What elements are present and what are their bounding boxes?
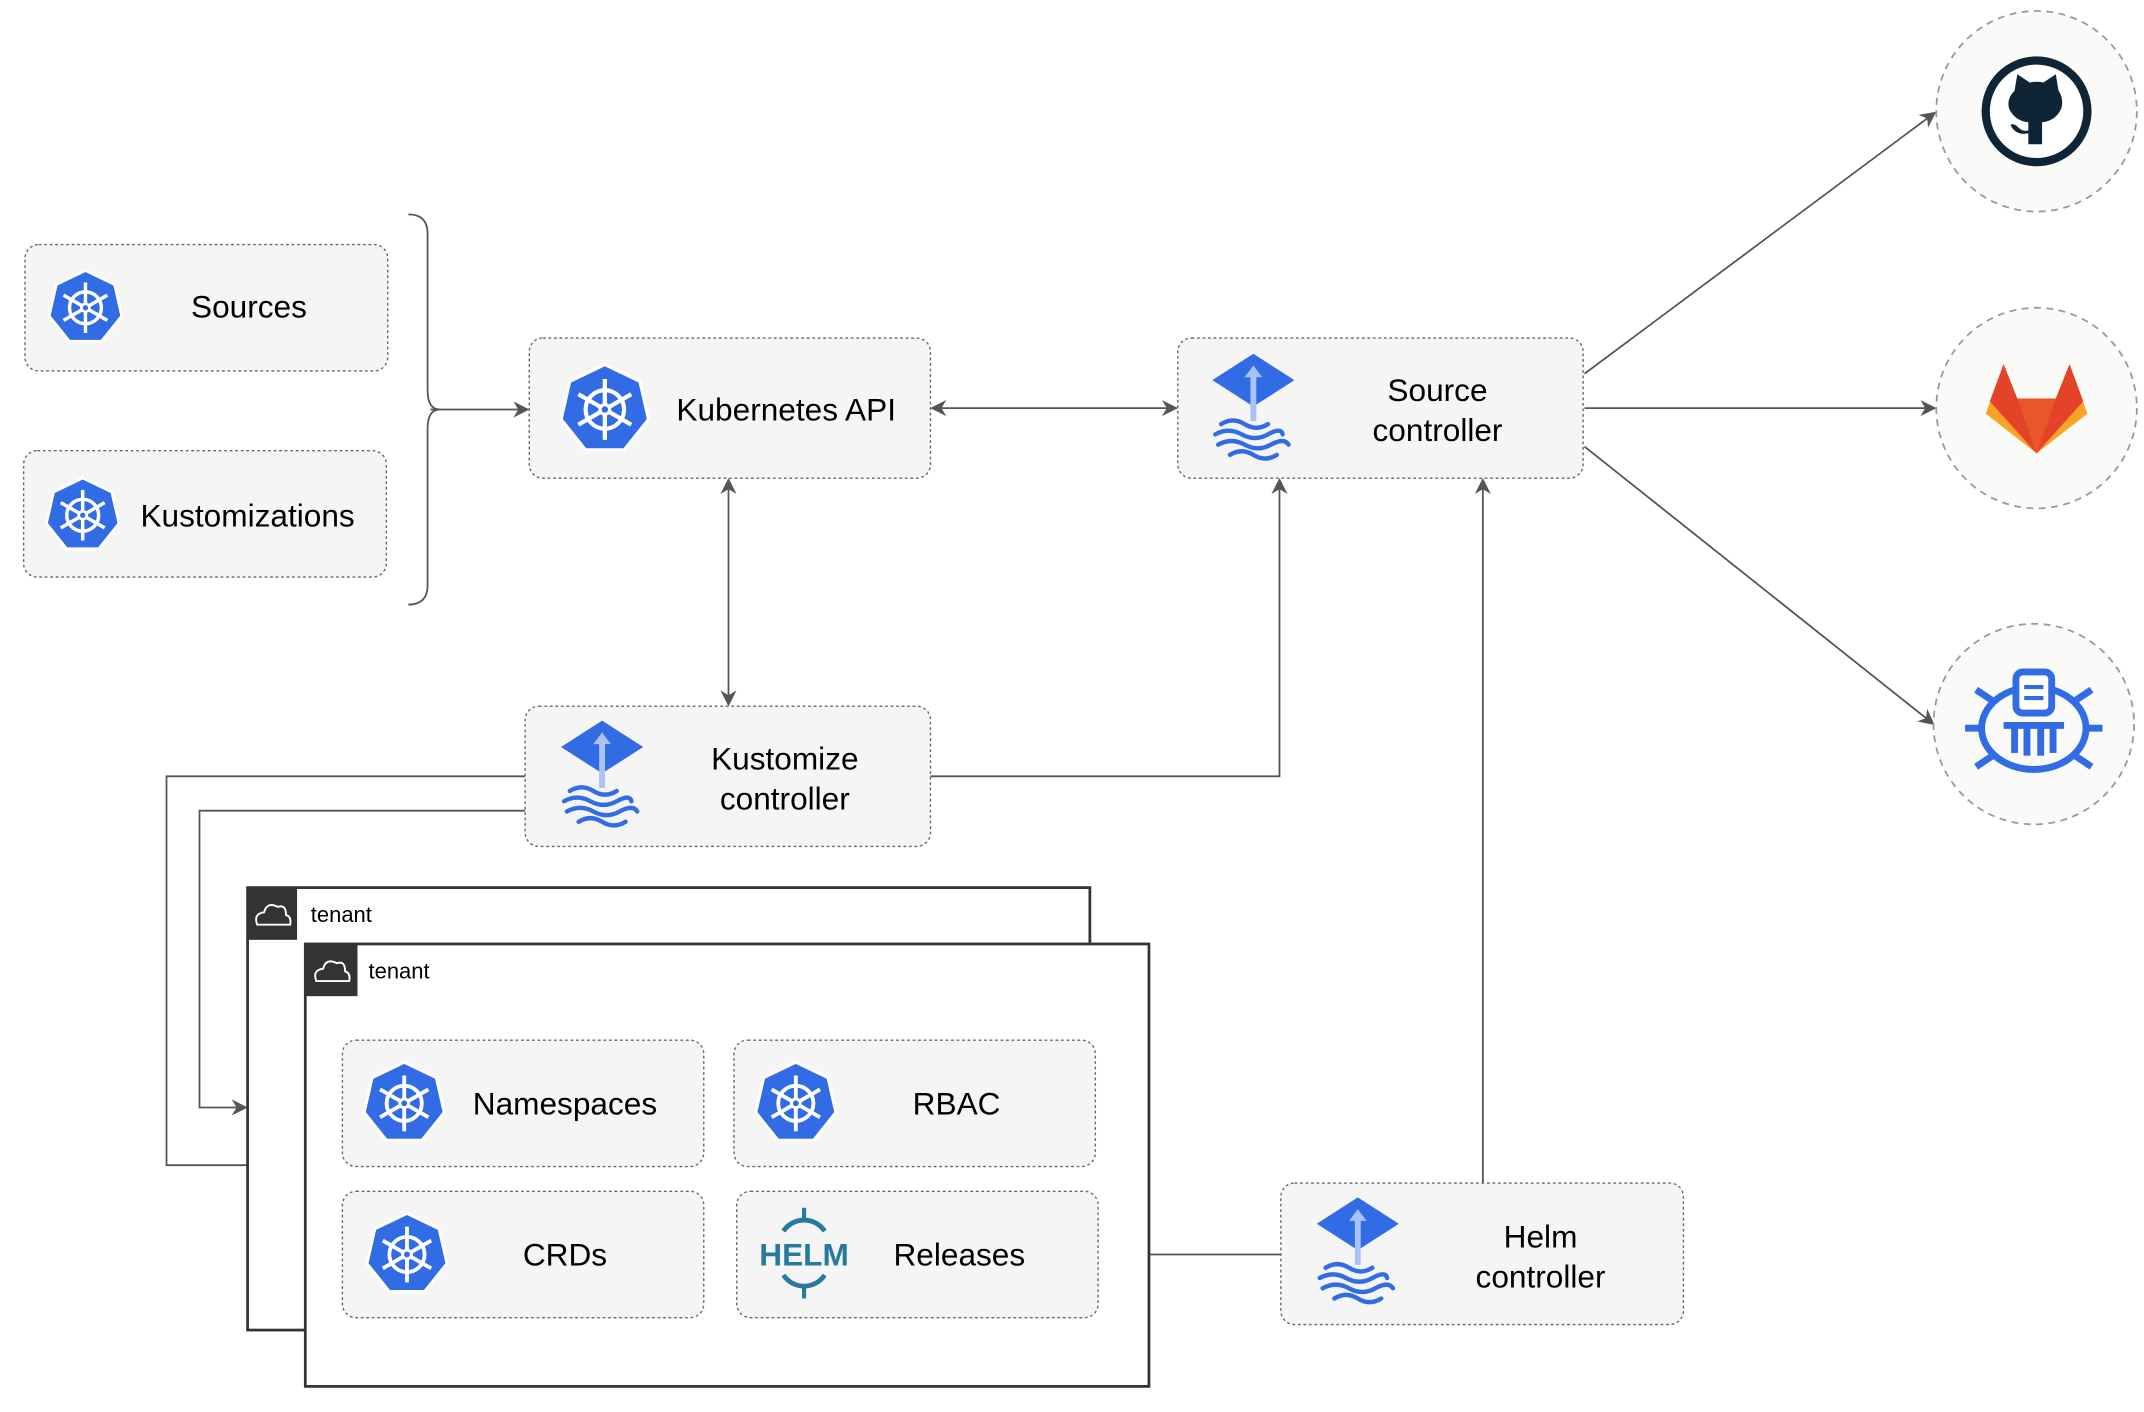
node-helm-controller[interactable]: Helm controller: [1280, 1182, 1685, 1326]
cloud-icon: [314, 960, 351, 983]
node-label: Namespaces: [473, 1085, 657, 1121]
node-kustomizations[interactable]: Kustomizations: [22, 449, 388, 578]
cloud-icon: [255, 904, 292, 926]
node-rbac[interactable]: RBAC: [733, 1039, 1097, 1168]
external-github[interactable]: [1935, 10, 2138, 213]
node-crds[interactable]: CRDs: [341, 1190, 705, 1319]
helm-logo-text: HELM: [759, 1236, 849, 1272]
node-label: Kustomizations: [140, 497, 354, 533]
node-label: Kubernetes API: [676, 391, 896, 427]
gitlab-icon: [1985, 364, 2088, 454]
node-label: CRDs: [523, 1236, 607, 1272]
bucket-icon: [1965, 668, 2103, 773]
node-kubernetes-api[interactable]: Kubernetes API: [528, 337, 932, 479]
node-label-line1: Helm: [1504, 1219, 1578, 1255]
node-label: RBAC: [913, 1085, 1001, 1121]
node-label-line2: controller: [1373, 412, 1503, 448]
edge-kustomize-to-tenant-front: [165, 775, 526, 1174]
node-label-line2: controller: [1476, 1258, 1606, 1294]
github-icon: [1981, 56, 2092, 167]
edge-kustomize-to-source: [930, 477, 1288, 778]
node-label-line1: Source: [1387, 372, 1487, 408]
node-releases[interactable]: HELM Releases: [736, 1190, 1099, 1319]
edge-kustomize-to-tenant-back: [198, 809, 526, 1116]
node-label-line1: Kustomize: [711, 740, 858, 776]
node-sources[interactable]: Sources: [24, 243, 389, 372]
edge-source-to-github: [1583, 111, 1937, 375]
external-bucket[interactable]: [1932, 622, 2136, 826]
tenant-label: tenant: [311, 902, 372, 927]
node-label: Releases: [893, 1236, 1025, 1272]
tenant-label: tenant: [369, 958, 430, 983]
node-label: Sources: [191, 288, 307, 324]
node-namespaces[interactable]: Namespaces: [341, 1039, 705, 1168]
node-kustomize-controller[interactable]: Kustomize controller: [524, 705, 932, 848]
node-label-line2: controller: [720, 780, 850, 816]
external-gitlab[interactable]: [1935, 306, 2138, 510]
edge-source-to-bucket: [1583, 445, 1935, 726]
helm-icon: HELM: [759, 1207, 849, 1299]
node-source-controller[interactable]: Source controller: [1177, 337, 1584, 479]
